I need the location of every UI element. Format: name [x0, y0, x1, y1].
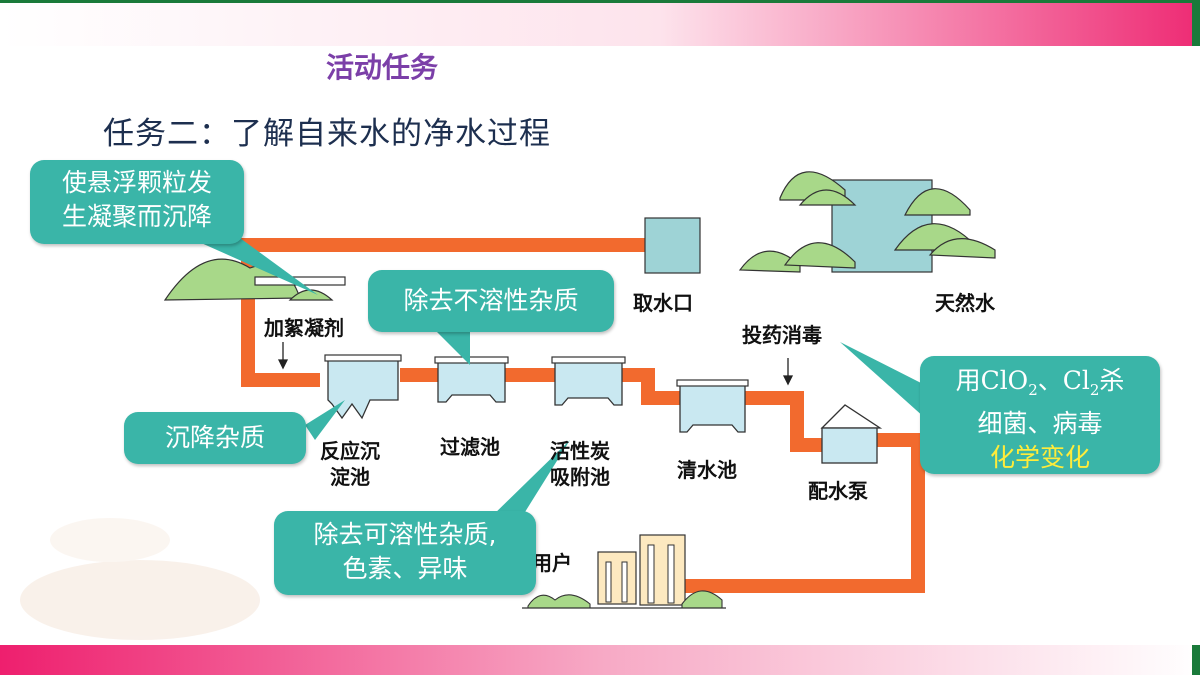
label-filter-tank: 过滤池: [440, 435, 500, 459]
callout-disinfect: 用ClO2、Cl2杀 细菌、病毒 化学变化: [920, 356, 1160, 474]
callout-tails: [190, 238, 925, 520]
header-bar: [0, 0, 1200, 46]
page-title: 任务二：了解自来水的净水过程: [103, 116, 551, 152]
background-decoration: [20, 518, 260, 640]
label-carbon-tank: 活性炭 吸附池: [550, 438, 610, 490]
label-carbon-tank-line2: 吸附池: [550, 465, 610, 489]
callout-disinfect-line2: 细菌、病毒: [977, 409, 1103, 438]
pump-house: [820, 404, 883, 464]
filter-tank: [434, 356, 509, 403]
label-pump: 配水泵: [808, 479, 868, 503]
footer-bar: [0, 645, 1200, 675]
callout-disinfect-clo: 用ClO: [955, 366, 1029, 395]
reaction-tank: [324, 354, 402, 420]
callout-soluble: 除去可溶性杂质, 色素、异味: [274, 511, 536, 595]
label-intake: 取水口: [633, 291, 693, 315]
natural-water-scene: [738, 171, 996, 273]
clear-tank: [676, 379, 749, 433]
callout-settle-text: 沉降杂质: [164, 423, 265, 452]
callout-soluble-line1: 除去可溶性杂质,: [313, 520, 497, 549]
label-reaction-tank: 反应沉 淀池: [320, 438, 380, 490]
section-title: 活动任务: [326, 51, 439, 84]
pipe-carbon-clear: [620, 368, 680, 405]
callout-disinfect-sub1: 2: [1028, 381, 1038, 399]
callout-settle: 沉降杂质: [124, 412, 306, 464]
callout-disinfect-line1: 用ClO2、Cl2杀: [920, 364, 1160, 407]
callout-coagulate-line1: 使悬浮颗粒发: [61, 168, 212, 197]
label-carbon-tank-line1: 活性炭: [550, 439, 610, 463]
callout-soluble-line2: 色素、异味: [342, 554, 468, 583]
disinfect-arrow: [782, 358, 794, 386]
coagulant-arrow: [277, 342, 289, 370]
label-clear-tank: 清水池: [677, 458, 737, 482]
callout-coagulate-line2: 生凝聚而沉降: [61, 202, 212, 231]
pipe-network: [241, 238, 925, 593]
label-reaction-tank-line1: 反应沉: [320, 439, 380, 463]
label-users: 用户: [532, 551, 572, 575]
callout-disinfect-kill: 杀: [1099, 366, 1125, 395]
callout-insoluble: 除去不溶性杂质: [368, 270, 614, 332]
carbon-tank: [551, 356, 626, 406]
user-buildings: [522, 534, 726, 609]
pipe-pump-users: [685, 433, 925, 593]
callout-disinfect-line3: 化学变化: [989, 443, 1090, 472]
callout-insoluble-text: 除去不溶性杂质: [403, 286, 579, 315]
label-disinfect: 投药消毒: [742, 323, 822, 347]
callout-disinfect-cl: 、Cl: [1037, 366, 1090, 395]
intake-box: [644, 217, 701, 274]
pipe-clear-pump: [745, 391, 822, 452]
label-natural-water: 天然水: [935, 291, 995, 315]
label-coagulant: 加絮凝剂: [264, 316, 344, 340]
label-reaction-tank-line2: 淀池: [330, 465, 370, 489]
pipe-intake: [241, 238, 645, 387]
callout-coagulate: 使悬浮颗粒发 生凝聚而沉降: [30, 160, 244, 244]
callout-disinfect-sub2: 2: [1089, 381, 1100, 399]
